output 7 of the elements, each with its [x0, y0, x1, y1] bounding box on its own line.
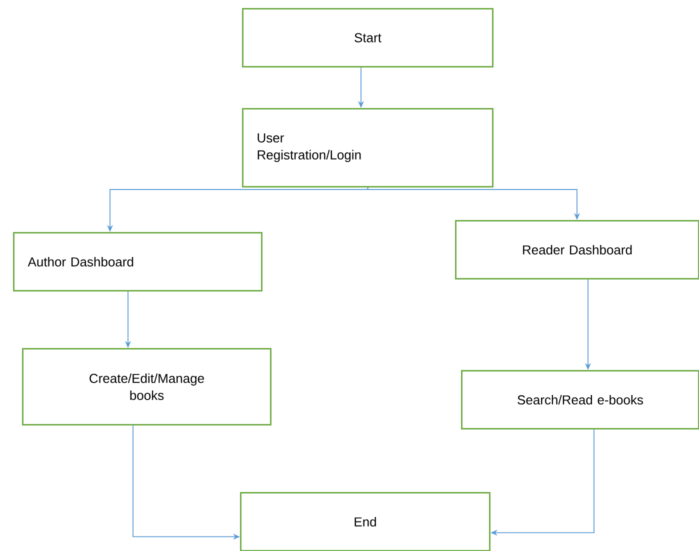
process-box: End [240, 492, 490, 551]
process-box: Reader Dashboard [455, 220, 699, 280]
process-box: User Registration/Login [242, 108, 494, 188]
process-box: Author Dashboard [13, 232, 262, 292]
process-box: Create/Edit/Manage books [22, 348, 272, 426]
process-box: Search/Read e-books [461, 370, 699, 430]
process-box: Start [242, 8, 494, 68]
